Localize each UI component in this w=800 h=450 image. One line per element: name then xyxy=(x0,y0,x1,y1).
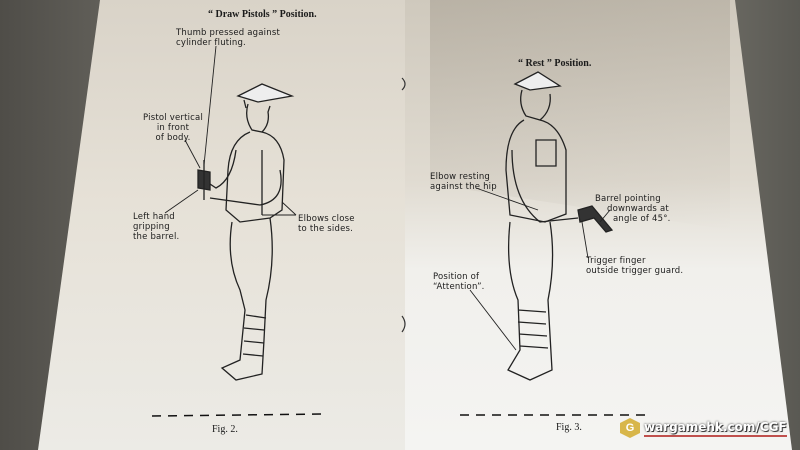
soldier-draw-pistols xyxy=(164,45,297,381)
caption-fig-2: Fig. 2. xyxy=(212,424,238,435)
staples xyxy=(401,77,406,333)
left-page-title: “ Draw Pistols ” Position. xyxy=(208,9,317,20)
watermark-logo-icon: G xyxy=(620,418,640,438)
dashed-dividers xyxy=(151,413,650,417)
watermark: G wargamehk.com/CGF xyxy=(620,418,787,438)
right-page-title: “ Rest ” Position. xyxy=(518,58,592,69)
label-attention: Position of“Attention”. xyxy=(433,272,485,292)
watermark-text: wargamehk.com/CGF xyxy=(644,420,787,437)
soldier-rest xyxy=(469,71,614,381)
caption-fig-3: Fig. 3. xyxy=(556,422,582,433)
